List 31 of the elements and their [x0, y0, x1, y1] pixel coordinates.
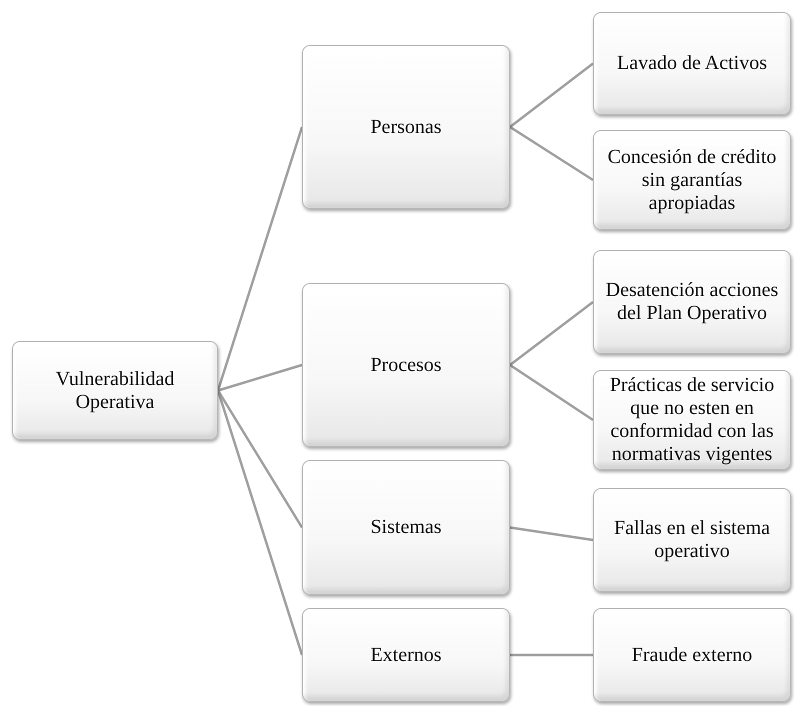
connector-line	[216, 390, 304, 528]
box-label: Vulnerabilidad Operativa	[54, 368, 176, 414]
category-box	[302, 608, 510, 702]
box-label: Concesión de crédito sin garantías apropiadas	[606, 146, 778, 214]
category-box	[593, 370, 791, 470]
box-label: Fraude externo	[632, 644, 752, 666]
connector-line	[509, 364, 594, 422]
connector-line	[509, 126, 594, 182]
category-box	[302, 460, 510, 595]
category-box	[593, 608, 791, 702]
connector-line	[509, 301, 594, 366]
connector-line	[510, 526, 594, 542]
connector-line	[509, 62, 594, 128]
box-label: Desatención acciones del Plan Operativo	[604, 279, 780, 325]
box-label: Personas	[370, 116, 442, 138]
category-box	[12, 341, 218, 440]
connector-line	[510, 654, 593, 656]
box-label: Prácticas de servicio que no esten en conformidad con las normativas vigentes	[608, 374, 776, 466]
box-label: Sistemas	[370, 516, 442, 539]
category-box	[593, 130, 791, 230]
category-box	[302, 283, 510, 447]
connector-line	[218, 364, 302, 392]
connector-line	[216, 126, 304, 391]
box-label: Lavado de Activos	[617, 52, 767, 75]
box-label: Fallas en el sistema operativo	[612, 517, 772, 563]
box-label: Externos	[370, 644, 442, 666]
category-box	[302, 45, 510, 209]
category-box	[593, 250, 791, 354]
category-box	[593, 12, 791, 115]
category-box	[593, 488, 791, 592]
box-label: Procesos	[370, 354, 442, 376]
